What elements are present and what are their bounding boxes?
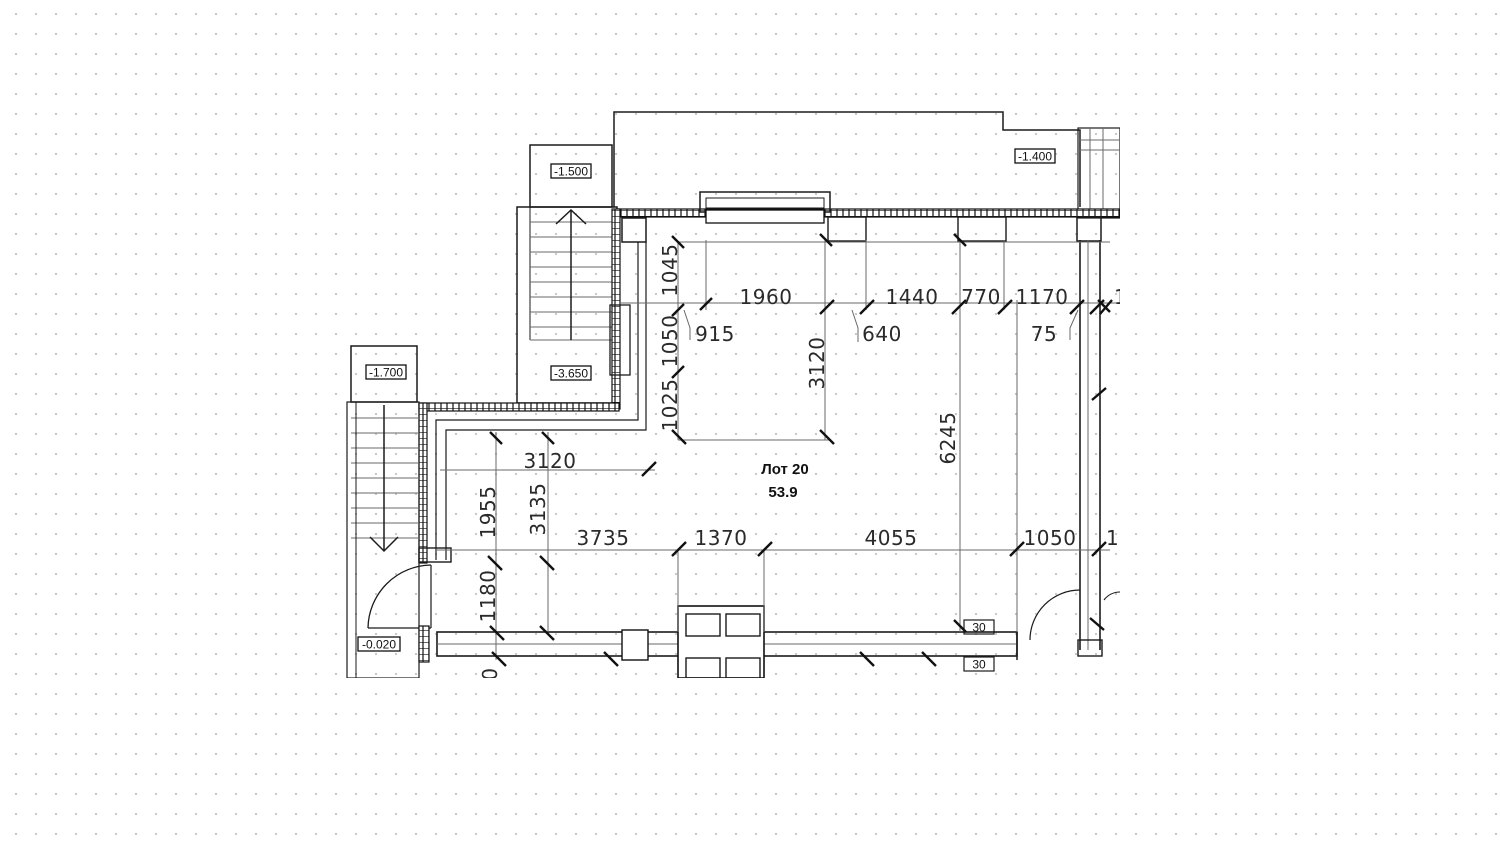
dim-left-lower-1: 1955	[476, 486, 500, 539]
dim-left-vert-3: 1025	[658, 379, 682, 432]
dim-second-3: 75	[1031, 322, 1057, 346]
dim-center-vert: 3120	[805, 337, 829, 390]
dimension-labels: 1960 1440 770 1170 1 915 640 75 1045 105…	[476, 244, 1128, 680]
dim-bottom-1: 3735	[577, 526, 630, 550]
dim-bottom-partial: 0	[478, 667, 502, 680]
level-tag-3: -1.700	[369, 366, 403, 380]
lot-title: Лот 20	[761, 461, 809, 478]
window-mark-1: 30	[972, 621, 986, 635]
level-tag-5: -0.020	[362, 638, 396, 652]
dim-left-lower-2: 3135	[526, 483, 550, 536]
dim-right-vert: 6245	[936, 412, 960, 465]
dim-bottom-3: 4055	[865, 526, 918, 550]
dim-second-2: 640	[862, 322, 902, 346]
upper-stair	[516, 144, 618, 404]
dim-bottom-4: 1050	[1024, 526, 1077, 550]
level-tags: -1.500 -1.400 -1.700 -3.650 -0.020	[357, 148, 1056, 652]
dim-top-2: 1440	[886, 285, 939, 309]
lower-stair	[346, 345, 420, 678]
level-tag-4: -3.650	[554, 367, 588, 381]
dim-top-3: 770	[961, 285, 1001, 309]
dim-bottom-2: 1370	[695, 526, 748, 550]
top-block	[613, 111, 1120, 219]
level-tag-2: -1.400	[1018, 150, 1052, 164]
dim-bottom-5: 1(	[1106, 526, 1128, 550]
dim-left-lower-3: 1180	[476, 570, 500, 623]
lot-area: 53.9	[768, 484, 797, 501]
dim-top-5: 1	[1114, 285, 1127, 309]
level-tag-1: -1.500	[554, 165, 588, 179]
window-mark-2: 30	[972, 658, 986, 672]
dim-top-4: 1170	[1016, 285, 1069, 309]
dim-left-vert-2: 1050	[658, 315, 682, 368]
dim-mid-horizontal: 3120	[524, 449, 577, 473]
dim-second-1: 915	[695, 322, 735, 346]
dim-left-vert-1: 1045	[658, 244, 682, 297]
dim-top-1: 1960	[740, 285, 793, 309]
